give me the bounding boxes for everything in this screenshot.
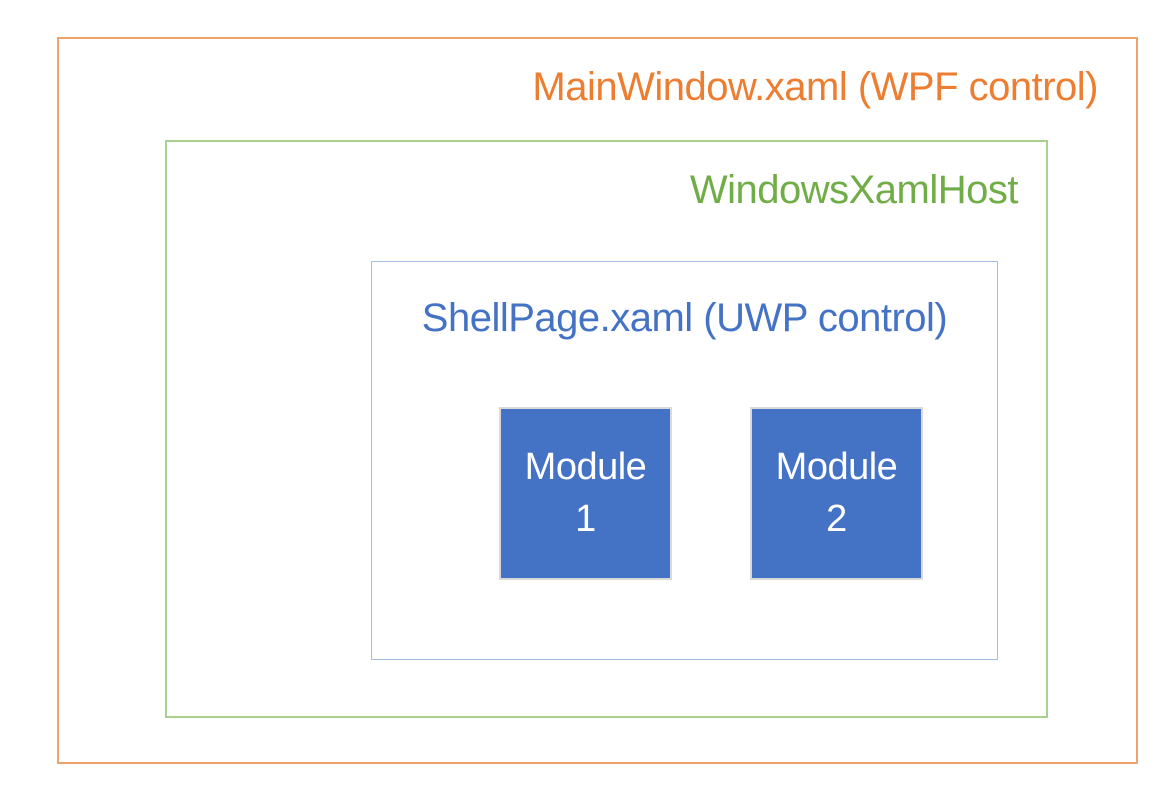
- mainwindow-box: MainWindow.xaml (WPF control) WindowsXam…: [57, 37, 1138, 764]
- modules-row: Module 1 Module 2: [499, 407, 923, 580]
- module-1-box: Module 1: [499, 407, 672, 580]
- windowsxamlhost-box: WindowsXamlHost ShellPage.xaml (UWP cont…: [165, 140, 1048, 718]
- module-2-number: 2: [826, 497, 847, 540]
- shellpage-label: ShellPage.xaml (UWP control): [421, 296, 948, 340]
- shellpage-box: ShellPage.xaml (UWP control) Module 1 Mo…: [371, 261, 998, 660]
- module-2-name: Module: [775, 446, 898, 489]
- windowsxamlhost-label: WindowsXamlHost: [689, 168, 1019, 212]
- module-1-name: Module: [524, 446, 647, 489]
- module-1-number: 1: [575, 497, 596, 540]
- mainwindow-label: MainWindow.xaml (WPF control): [532, 65, 1098, 109]
- module-2-box: Module 2: [750, 407, 923, 580]
